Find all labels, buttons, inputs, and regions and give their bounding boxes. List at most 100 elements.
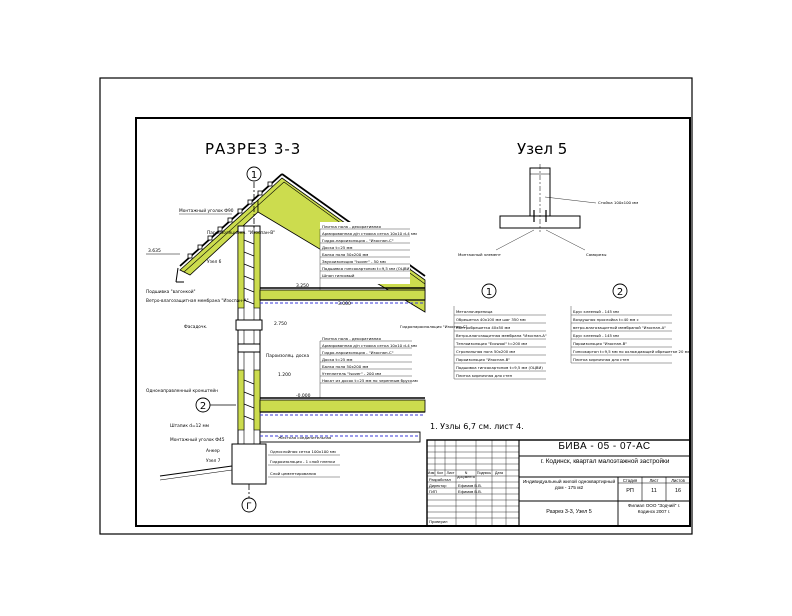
- floor1-item-7: Шпон гипсовый: [322, 273, 355, 278]
- role-director: Директор: [429, 483, 447, 488]
- detail1-item-4: Теплоизоляция "Ecowool" t=200 мм: [455, 341, 527, 346]
- detail1-item-5: Стропильная нога 50х200 мм: [456, 349, 515, 354]
- level-1: 3.635: [148, 248, 161, 254]
- label-underlay: Подшивка "вагонкой": [146, 288, 196, 295]
- floor1-item-4: Балка пола 50х200 мм: [322, 252, 368, 257]
- hydro-label: Гидропароизоляция "Изоспан-С": [400, 324, 468, 329]
- role-checker: Проверил: [429, 519, 448, 524]
- detail2-item-4: Пароизоляция "Изоспан-В": [573, 341, 627, 346]
- detail2-item-3: Брус клееный - 145 мм: [573, 333, 619, 338]
- label-fascia: Фасадочк.: [184, 324, 207, 330]
- col-doc: N документа: [457, 471, 475, 479]
- axis-bubble-2-label: 2: [200, 401, 206, 412]
- floor2-item-1: Армированная д/п стяжка сетка 10х10 d-4 …: [322, 343, 417, 348]
- detail2-item-5: Гипсокартон t=9,5 мм по охлаждающей обре…: [573, 349, 690, 354]
- label-anchor: Штапик d=12 мм: [170, 423, 209, 429]
- detail1-item-8: Плитка кирпичная для стен: [456, 373, 513, 378]
- detail2-list: 2 Брус клееный - 145 мм Воздушная просло…: [570, 283, 690, 364]
- floor2-callout: Плитка пола - декоративная Армированная …: [319, 324, 468, 398]
- detail1-item-0: Металлочерепица: [456, 309, 493, 314]
- axis-bubble-1-label: 1: [251, 170, 257, 181]
- floor1-item-5: Звукоизоляция "Isover" - 50 мм: [322, 259, 386, 264]
- title-location: г. Кодинск, квартал малоэтажной застройк…: [540, 458, 670, 465]
- slab-item-3: Слой цементирования: [270, 471, 317, 476]
- col-kol: Кол: [436, 471, 444, 475]
- col-izm: Изм: [427, 471, 435, 475]
- title-sheet-name: Разрез 3-3, Узел 5: [546, 509, 592, 515]
- detail1-item-2: Контробрешетка 40х50 мм: [456, 325, 510, 330]
- slab-callout: Жесткая соединительная Однослойная сетка…: [268, 435, 340, 478]
- sheet-note: 1. Узлы 6,7 см. лист 4.: [430, 422, 524, 431]
- level-4: 2.750: [274, 321, 287, 327]
- role-developer: Разработал: [429, 477, 451, 482]
- detail2-item-1: Воздушная прослойка t=40 мм с: [573, 317, 639, 322]
- level-marks: 3.635 3.250 3.000 2.750 1.200 -0.000: [146, 248, 351, 399]
- section-title: РАЗРЕЗ 3-3: [205, 140, 301, 158]
- floor2-item-2: Гидро-пароизоляция - "Изоспан-С": [322, 350, 394, 355]
- left-labels: Монтажный уголок Ф90 Пароизоляционн. "Из…: [146, 207, 309, 464]
- title-block-grid: [426, 439, 691, 527]
- detail1-number: 1: [486, 287, 492, 298]
- label-mount-bracket: Однонаправленный кронштейн: [146, 387, 218, 394]
- detail2-item-0: Брус клееный - 145 мм: [573, 309, 619, 314]
- detail2-number: 2: [617, 287, 623, 298]
- node-title: Узел 5: [517, 140, 567, 158]
- floor2-item-4: Балка пола 50х200 мм: [322, 364, 368, 369]
- level-3: 3.000: [338, 301, 351, 307]
- axis-bubble-1: [246, 166, 262, 182]
- col-date: Дата: [495, 471, 503, 475]
- node5-detail: Стойка 100х100 мм Монтажный элемент Само…: [458, 164, 638, 257]
- floor1-item-1: Армированная д/п стяжка сетка 10х10 d-4 …: [322, 231, 417, 236]
- detail1-item-1: Обрешетка 40х100 мм шаг 350 мм: [456, 317, 526, 322]
- slab-item-0: Жесткая соединительная: [278, 435, 332, 440]
- floor1-item-2: Гидро-пароизоляция - "Изоспан-С": [322, 238, 394, 243]
- floor-lower: [259, 397, 426, 416]
- axis-bubble-g: [241, 497, 257, 513]
- detail2-item-6: Плитка кирпичная для стен: [573, 357, 630, 362]
- label-anchor2: Анкер: [206, 448, 220, 454]
- detail1-list: 1 Металлочерепица Обрешетка 40х100 мм ша…: [453, 283, 547, 380]
- floor2-item-6: Накат из досок t=25 мм по черепным бруск…: [322, 378, 418, 383]
- name-gip: Ефимов В.В.: [458, 489, 482, 494]
- node5-post-label: Стойка 100х100 мм: [598, 200, 638, 205]
- label-mounting-angle: Монтажный уголок Ф90: [179, 207, 234, 214]
- floor1-item-0: Плитка пола - декоративная: [322, 224, 382, 229]
- label-membrane: Ветро-влагозащитная мембрана "Изоспан-А": [146, 298, 249, 304]
- slab-item-1: Однослойная сетка 100х100 мм: [270, 449, 336, 454]
- sheet-header: Лист: [649, 478, 659, 483]
- level-2: 3.250: [296, 283, 309, 289]
- sheet-value: 11: [651, 488, 657, 494]
- detail2-item-2: ветро-влагозащитной мембраной "Изоспан-А…: [573, 325, 666, 330]
- sheets-value: 16: [674, 488, 682, 494]
- axis-bubble-g-label: Г: [246, 502, 252, 512]
- col-list: Лист: [446, 471, 455, 475]
- node5-screws-label: Саморезы: [586, 252, 606, 257]
- floor1-callout: Плитка пола - декоративная Армированная …: [319, 222, 417, 290]
- name-director: Ефимов В.В.: [458, 483, 482, 488]
- title-code: БИВА - 05 - 07-АС: [558, 441, 651, 452]
- node5-strap-label: Монтажный элемент: [458, 252, 502, 257]
- title-project: Индивидуальный жилой одноквартирный дом …: [522, 480, 616, 491]
- floor2-item-0: Плитка пола - декоративная: [322, 336, 382, 341]
- title-org: Филиал ООО "Зодчий" г. Кодинск 2007 г.: [627, 503, 681, 514]
- sheets-header: Листов: [671, 478, 685, 483]
- detail1-item-3: Ветро-влагозащитная мембрана "Изоспан-А": [456, 333, 547, 338]
- floor2-item-5: Утеплитель "Isover" - 200 мм: [322, 371, 381, 376]
- outer-frame: [99, 77, 693, 535]
- foundation-slab: [159, 431, 421, 498]
- label-vapor-barrier: Пароизоляционн. "Изоспан-В": [207, 230, 275, 236]
- floor1-item-6: Подшивка гипсокартоном t=9,5 мм (ОЦВИ): [322, 266, 411, 271]
- label-node6: Узел 6: [207, 259, 222, 265]
- label-mount-angle2: Монтажный уголок Ф45: [170, 436, 225, 443]
- label-node7: Узел 7: [206, 458, 221, 464]
- detail1-item-6: Пароизоляция "Изоспан-В": [456, 357, 510, 362]
- level-5: 1.200: [278, 372, 291, 378]
- floor1-item-3: Доска t=25 мм: [322, 245, 352, 250]
- level-6: -0.000: [296, 393, 311, 399]
- role-gip: ГИП: [429, 489, 437, 494]
- detail1-item-7: Подшивка гипсокартоном t=9,5 мм (ОЦВИ): [456, 365, 543, 370]
- floor2-item-3: Доска t=25 мм: [322, 357, 352, 362]
- label-vapor-plank: Пароизоляц. доска: [266, 353, 309, 359]
